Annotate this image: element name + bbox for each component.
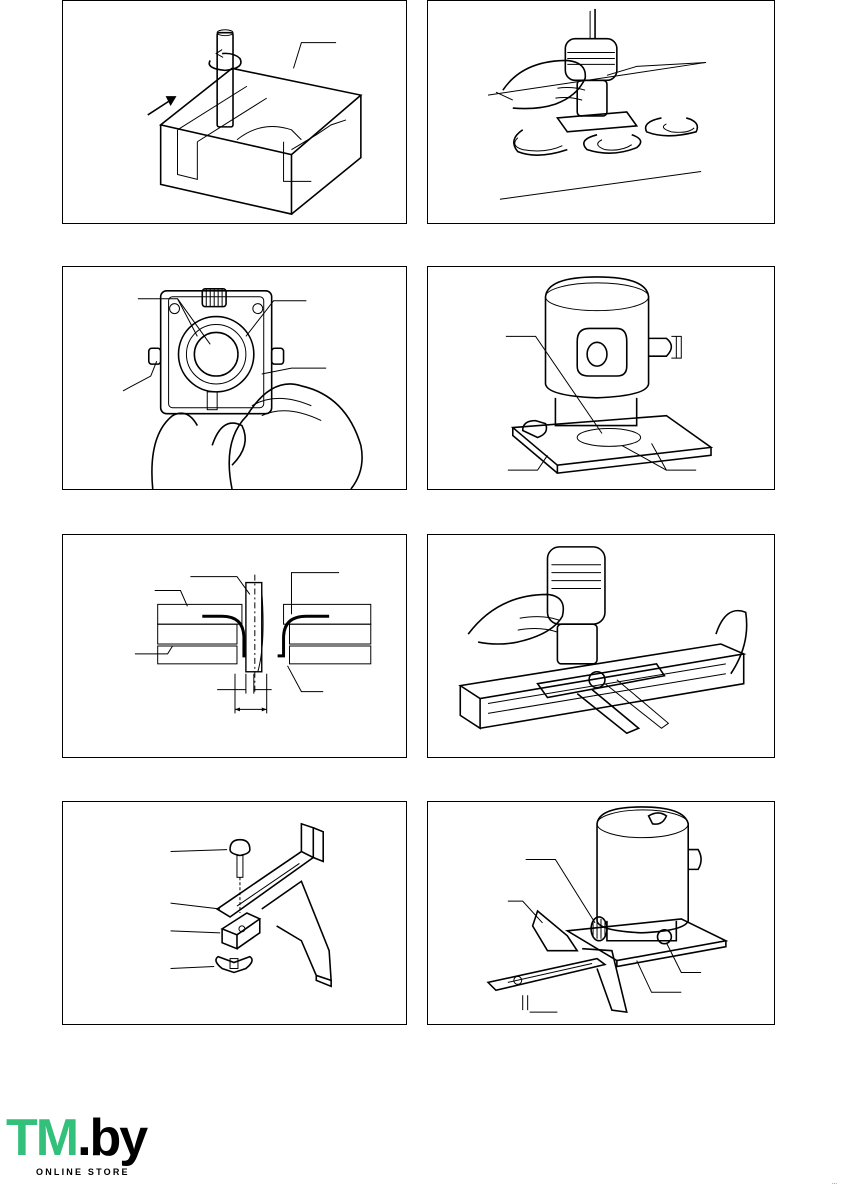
logo-tagline: ONLINE STORE: [36, 1167, 130, 1177]
figure-1-illustration: [63, 1, 406, 223]
figure-4-illustration: [428, 267, 774, 489]
tm-by-logo: TM.by ONLINE STORE: [6, 1112, 156, 1182]
figure-5-panel: [62, 534, 407, 758]
logo-rest: .by: [77, 1109, 146, 1167]
figure-1-panel: [62, 0, 407, 224]
figure-3-panel: [62, 266, 407, 490]
figure-5-illustration: [63, 535, 406, 757]
footer-code: ...: [832, 1180, 837, 1186]
figure-2-panel: [427, 0, 775, 224]
figure-7-panel: [62, 801, 407, 1025]
logo-accent: TM: [6, 1109, 77, 1167]
figure-4-panel: [427, 266, 775, 490]
figure-8-panel: [427, 801, 775, 1025]
figure-8-illustration: [428, 802, 774, 1024]
figure-2-illustration: [428, 1, 774, 223]
logo-wordmark: TM.by: [6, 1112, 146, 1164]
figure-3-illustration: [63, 267, 406, 489]
figure-7-illustration: [63, 802, 406, 1024]
figure-6-illustration: [428, 535, 774, 757]
figure-6-panel: [427, 534, 775, 758]
